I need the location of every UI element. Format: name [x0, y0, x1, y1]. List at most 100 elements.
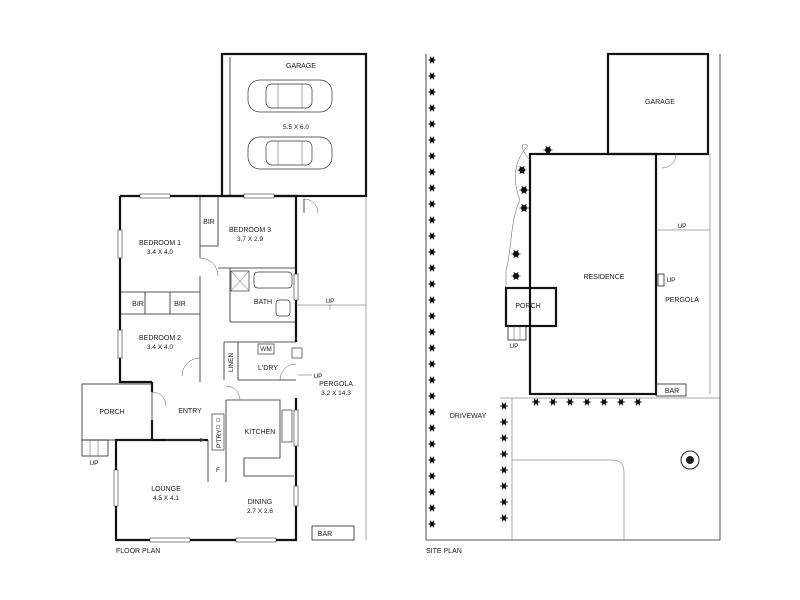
bedroom3-dims: 3.7 X 2.9 [237, 236, 263, 243]
site-plan-caption: SITE PLAN [426, 548, 462, 555]
linen-label: LINEN [228, 353, 235, 372]
porch-label: PORCH [99, 409, 124, 416]
lounge-label: LOUNGE [151, 486, 181, 493]
shrub-icon [428, 216, 436, 224]
shrub-icon [583, 398, 591, 406]
shrub-icon [428, 408, 436, 416]
floor-plan-caption: FLOOR PLAN [116, 548, 160, 555]
lounge-dims: 4.5 X 4.1 [153, 495, 179, 502]
porch-steps [81, 439, 109, 457]
shrub-icon [428, 136, 436, 144]
shrub-icon [500, 498, 508, 506]
bedroom2-dims: 3.4 X 4.0 [147, 344, 173, 351]
site-bar-label: BAR [665, 388, 679, 395]
shrub-icon [428, 312, 436, 320]
up-laundry-marker: UP [313, 373, 322, 380]
site-up-right-marker: UP [677, 223, 686, 230]
shrub-icon [428, 424, 436, 432]
entry-label: ENTRY [178, 408, 202, 415]
up-pergola-top-marker: UP [325, 298, 334, 305]
fridge-label: F [216, 467, 220, 474]
shrub-icon [500, 466, 508, 474]
pergola-label: PERGOLA [319, 381, 353, 388]
bir-left-label: BIR [132, 301, 144, 308]
bir-right-label: BIR [174, 301, 186, 308]
tree-icon [680, 450, 700, 470]
shrub-icon [428, 296, 436, 304]
shrub-icon [500, 482, 508, 490]
dining-label: DINING [248, 499, 273, 506]
garage-label: GARAGE [286, 63, 316, 70]
shrub-icon [428, 504, 436, 512]
shrub-icon [511, 271, 521, 281]
bedroom1-label: BEDROOM 1 [139, 240, 181, 247]
shrub-icon [428, 328, 436, 336]
site-garage-label: GARAGE [645, 99, 675, 106]
shrub-icon [428, 280, 436, 288]
garage-dims: 5.5 X 6.0 [283, 124, 309, 131]
bath-label: BATH [254, 299, 272, 306]
shrub-icon [600, 398, 608, 406]
shrub-icon [428, 488, 436, 496]
shrub-icon [500, 450, 508, 458]
shrub-icon [617, 398, 625, 406]
shrub-icon [428, 152, 436, 160]
shrub-icon [532, 398, 540, 406]
laundry-label: L'DRY [258, 365, 278, 372]
shrub-icon [566, 398, 574, 406]
driveway-label: DRIVEWAY [450, 413, 487, 420]
shrub-icon [428, 360, 436, 368]
shrub-icon [500, 514, 508, 522]
dining-dims: 2.7 X 2.6 [247, 508, 273, 515]
bedroom1-dims: 3.4 X 4.0 [147, 249, 173, 256]
shrub-icon [428, 232, 436, 240]
shrub-icon [549, 398, 557, 406]
bedroom3-label: BEDROOM 3 [229, 227, 271, 234]
shrub-icon [500, 434, 508, 442]
shrub-icon [428, 184, 436, 192]
floor-plan: GARAGE 5.5 X 6.0 BEDROOM 1 3.4 X 4.0 BIR… [81, 52, 368, 555]
wm-label: WM [260, 346, 272, 353]
kitchen-label: KITCHEN [245, 429, 276, 436]
site-up-porch-marker: UP [509, 343, 518, 350]
site-pergola-label: PERGOLA [665, 297, 699, 304]
shrub-icon [428, 72, 436, 80]
shrub-icon [428, 472, 436, 480]
shrub-icon [428, 264, 436, 272]
car-icon [247, 136, 333, 170]
bar-label: BAR [318, 531, 332, 538]
up-porch-marker: UP [89, 460, 98, 467]
pergola-dims: 3.2 X 14.3 [321, 390, 351, 397]
garden-shrubs [511, 145, 553, 281]
shrub-icon [428, 56, 436, 64]
shrub-icon [428, 456, 436, 464]
shrub-icon [500, 418, 508, 426]
shrub-icon [428, 120, 436, 128]
shrub-icon [428, 200, 436, 208]
shrub-icon [500, 402, 508, 410]
bedroom2-label: BEDROOM 2 [139, 335, 181, 342]
shrub-icon [428, 392, 436, 400]
garage-block: GARAGE 5.5 X 6.0 [220, 52, 368, 214]
shrub-icon [511, 249, 521, 259]
shrub-icon [428, 168, 436, 176]
shrub-icon [428, 376, 436, 384]
shrub-icon [428, 248, 436, 256]
site-porch-label: PORCH [515, 303, 540, 310]
shrub-icon [428, 344, 436, 352]
hedge-row [428, 56, 642, 528]
shrub-icon [428, 88, 436, 96]
car-icon [247, 79, 333, 113]
shrub-icon [634, 398, 642, 406]
shrub-icon [428, 104, 436, 112]
shrub-icon [428, 440, 436, 448]
residence-label: RESIDENCE [584, 274, 625, 281]
site-plan: GARAGE RESIDENCE PORCH UP UP UP PERGOLA … [425, 52, 721, 555]
site-up-pergola-marker: UP [666, 277, 675, 284]
shrub-icon [428, 520, 436, 528]
shrub-icon [519, 185, 529, 195]
bir-top-label: BIR [203, 219, 215, 226]
shrub-icon [519, 203, 529, 213]
shrub-icon [543, 145, 553, 155]
